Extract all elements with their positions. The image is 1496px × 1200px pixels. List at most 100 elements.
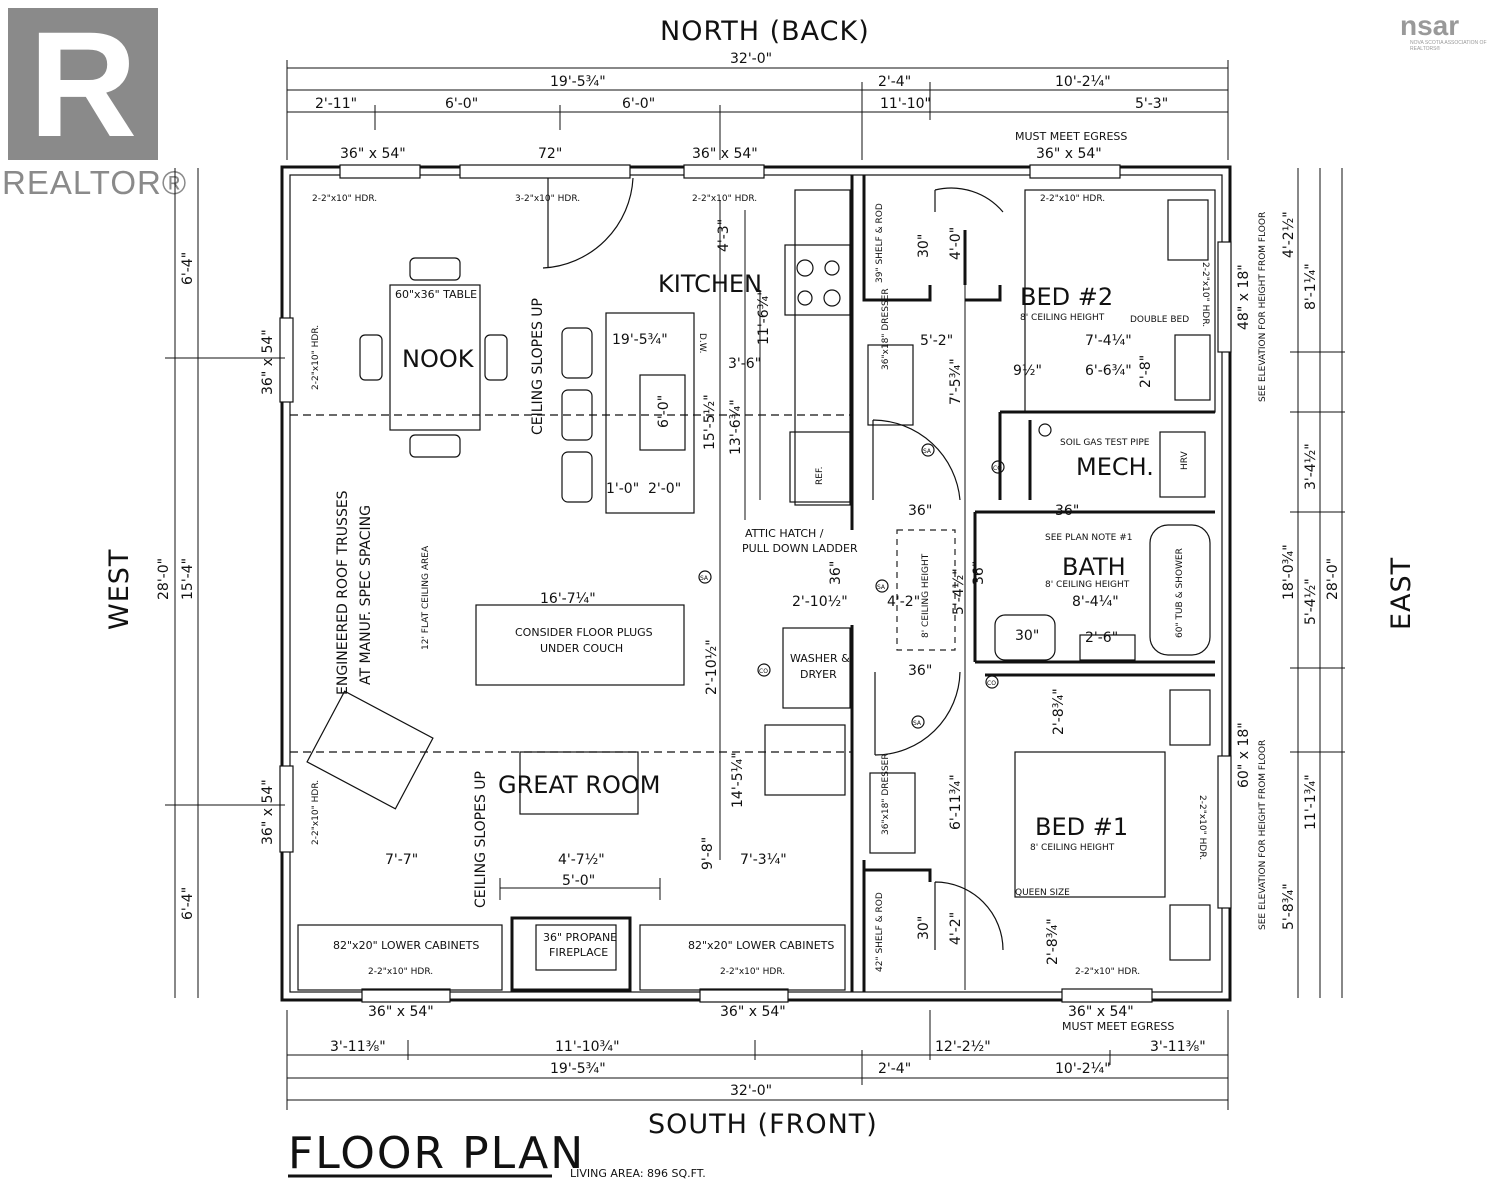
window-e1-label: 48" x 18" xyxy=(1236,264,1252,330)
bottom-dim-e: 11'-10¾" xyxy=(555,1039,620,1055)
dishwasher-label: D.W. xyxy=(697,333,707,354)
dim-b2e: 2'-8" xyxy=(1138,355,1154,388)
dim-m2: 4'-2" xyxy=(887,594,920,610)
east-dim-f: 11'-1¾" xyxy=(1303,774,1319,830)
dim-g4: 4'-7½" xyxy=(558,852,605,868)
room-kitchen: KITCHEN xyxy=(658,270,762,298)
dim-c1: 30" xyxy=(916,234,932,258)
hrv-label: HRV xyxy=(1180,450,1190,470)
see-elevation-note-1: SEE ELEVATION FOR HEIGHT FROM FLOOR xyxy=(1258,212,1268,402)
floor-plugs-note-1: CONSIDER FLOOR PLUGS xyxy=(515,626,653,639)
interior-dim-lines xyxy=(719,200,761,860)
truss-note-2: AT MANUF. SPEC SPACING xyxy=(358,505,374,685)
window-n2-label: 72" xyxy=(538,146,562,162)
window-s3 xyxy=(1061,988,1153,1003)
dim-c4: 4'-2" xyxy=(948,912,964,945)
double-bed-label: DOUBLE BED xyxy=(1130,315,1189,325)
smoke-alarm-1 xyxy=(698,570,712,584)
header-label-1: 2-2"x10" HDR. xyxy=(312,194,377,204)
top-dim-b: 2'-4" xyxy=(878,74,911,90)
stool-1 xyxy=(561,327,593,379)
top-dim-f: 6'-0" xyxy=(622,96,655,112)
smoke-alarm-label-1: SA xyxy=(700,575,709,582)
header-label-9: 2-2"x10" HDR. xyxy=(1075,967,1140,977)
attic-hatch-label-2: PULL DOWN LADDER xyxy=(742,542,858,555)
washer-dryer xyxy=(782,627,851,709)
dim-b1b: 6'-11¾" xyxy=(948,774,964,830)
smoke-alarm-4 xyxy=(911,715,925,729)
dim-m6: 2'-6" xyxy=(1085,630,1118,646)
table-top xyxy=(389,284,481,431)
west-dim-overall: 28'-0" xyxy=(156,558,172,600)
header-label-3: 2-2"x10" HDR. xyxy=(692,194,757,204)
header-label-4: 2-2"x10" HDR. xyxy=(1040,194,1105,204)
refrigerator-label: REF. xyxy=(815,466,825,485)
west-dim-c: 6'-4" xyxy=(180,887,196,920)
cabinets-right xyxy=(639,924,846,991)
bottom-dim-f: 12'-2½" xyxy=(935,1039,991,1055)
fireplace-dim-line xyxy=(499,878,661,900)
dim-k3: 3'-6" xyxy=(728,356,761,372)
tub-label: 60" TUB & SHOWER xyxy=(1175,548,1185,638)
hall-door-swing-1 xyxy=(872,419,961,501)
fireplace-label-2: FIREPLACE xyxy=(549,946,608,959)
smoke-alarm-label-3: SA xyxy=(923,448,932,455)
window-e2 xyxy=(1217,755,1232,909)
co-alarm-2 xyxy=(991,460,1005,474)
cabinets-left xyxy=(297,924,503,991)
realtor-logo-text: REALTOR® xyxy=(2,164,188,201)
co-alarm-1 xyxy=(757,663,771,677)
dim-k2: 11'-6¾" xyxy=(756,289,772,345)
soil-gas-pipe xyxy=(1038,423,1052,437)
window-s1 xyxy=(361,988,451,1003)
dim-m3: 5'-4½" xyxy=(951,568,967,615)
detectors xyxy=(698,443,1005,729)
refrigerator xyxy=(789,431,851,503)
dim-36e: 36" xyxy=(908,663,932,679)
chair-left xyxy=(359,334,383,381)
bed2-nightstand-1 xyxy=(1167,199,1209,261)
dim-36b: 36" xyxy=(1055,503,1079,519)
dim-c3: 30" xyxy=(916,916,932,940)
armchair-left xyxy=(306,690,434,810)
attic-hatch-label-1: ATTIC HATCH / xyxy=(745,527,824,540)
egress-note-north: MUST MEET EGRESS xyxy=(1015,130,1127,143)
top-dim-d: 2'-11" xyxy=(315,96,357,112)
washer-dryer-label-2: DRYER xyxy=(800,668,837,681)
shelf-rod-label-top: 39" SHELF & ROD xyxy=(875,203,885,283)
bath-ceiling-label: 8' CEILING HEIGHT xyxy=(1045,580,1130,590)
smoke-alarm-3 xyxy=(921,443,935,457)
cabinets-right-label: 82"x20" LOWER CABINETS xyxy=(688,939,834,952)
table-label: 60"x36" TABLE xyxy=(395,288,477,301)
top-dim-e: 6'-0" xyxy=(445,96,478,112)
window-n4-label: 36" x 54" xyxy=(1036,146,1102,162)
shelf-rod-label-bottom: 42" SHELF & ROD xyxy=(875,892,885,972)
dim-k5: 13'-6¾" xyxy=(728,399,744,455)
ceiling-slope-label-2: CEILING SLOPES UP xyxy=(473,771,489,908)
great-room-furniture xyxy=(297,604,851,992)
dim-36d: 36" xyxy=(971,561,987,585)
top-dimension-lines xyxy=(165,60,1345,1110)
top-dim-rails xyxy=(287,67,1228,113)
dim-b1c: 2'-8¾" xyxy=(1045,918,1061,965)
header-label-10: 2-2"x10" HDR. xyxy=(1200,262,1210,327)
chair-right xyxy=(484,334,508,381)
compass-west: WEST xyxy=(104,549,135,630)
window-s1-label: 36" x 54" xyxy=(368,1004,434,1020)
nsar-logo-subtitle: NOVA SCOTIA ASSOCIATION OF REALTORS® xyxy=(1410,40,1487,52)
bed1-nightstand-2 xyxy=(1169,904,1211,961)
header-label-5: 2-2"x10" HDR. xyxy=(311,325,321,390)
dim-g6: 5'-0" xyxy=(562,873,595,889)
floor-plugs-note-2: UNDER COUCH xyxy=(540,642,623,655)
smoke-alarm-2 xyxy=(875,579,889,593)
top-dim-c: 10'-2¼" xyxy=(1055,74,1111,90)
dresser-label-bottom: 36"x18" DRESSER xyxy=(881,753,891,835)
island-dim: 19'-5¾" xyxy=(612,332,668,348)
window-n1-label: 36" x 54" xyxy=(340,146,406,162)
ceiling-slope-label-1: CEILING SLOPES UP xyxy=(530,298,546,435)
dim-k1: 4'-3" xyxy=(716,219,732,252)
truss-note-1: ENGINEERED ROOF TRUSSES xyxy=(335,490,351,695)
stove-burner-1 xyxy=(796,259,814,277)
dim-k4: 15'-5½" xyxy=(702,394,718,450)
couch-dim: 16'-7¼" xyxy=(540,591,596,607)
